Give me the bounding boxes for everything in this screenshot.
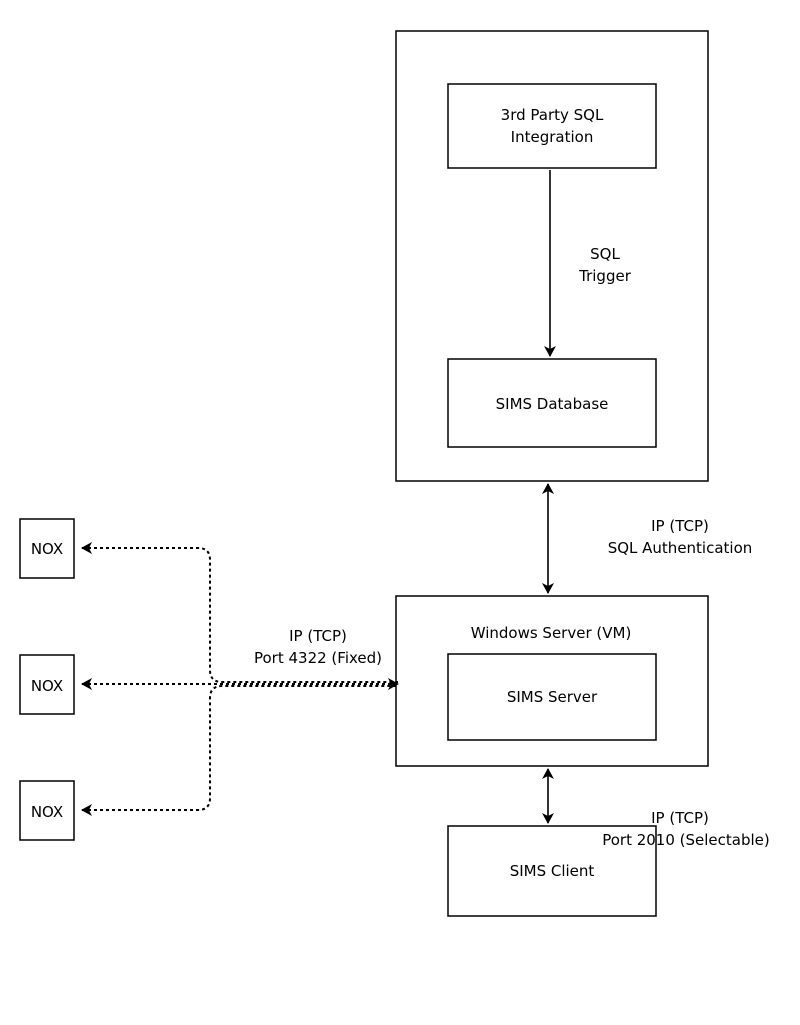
nox-1-label: NOX [31,540,63,558]
nox-link-lines [81,542,399,816]
nox-2-label: NOX [31,677,63,695]
client-link-label-line-2: Port 2010 (Selectable) [602,831,770,849]
nox-3-link [81,685,398,816]
sql-auth-label-line-2: SQL Authentication [608,539,753,557]
nox-node-3: NOX [19,780,75,841]
windows-server-label: Windows Server (VM) [471,624,632,642]
sql-trigger-label-line-2: Trigger [578,267,632,285]
nox-node-2: NOX [19,654,75,715]
integration-label-line-2: Integration [511,128,594,146]
sql-auth-label-line-1: IP (TCP) [651,517,709,535]
nox-link-label-line-2: Port 4322 (Fixed) [254,649,382,667]
sql-trigger-label-line-1: SQL [590,245,620,263]
sims-database-node: SIMS Database [447,358,657,448]
database-host-container [395,30,709,482]
nox-node-1: NOX [19,518,75,579]
sims-server-node: SIMS Server [447,653,657,741]
integration-label-line-1: 3rd Party SQL [501,106,604,124]
sims-server-label: SIMS Server [507,688,598,706]
sims-database-label: SIMS Database [496,395,609,413]
sims-client-label: SIMS Client [510,862,595,880]
nox-3-label: NOX [31,803,63,821]
integration-node: 3rd Party SQL Integration [447,83,657,169]
sims-client-node: SIMS Client [447,825,657,917]
client-link-label-line-1: IP (TCP) [651,809,709,827]
nox-link-label-line-1: IP (TCP) [289,627,347,645]
